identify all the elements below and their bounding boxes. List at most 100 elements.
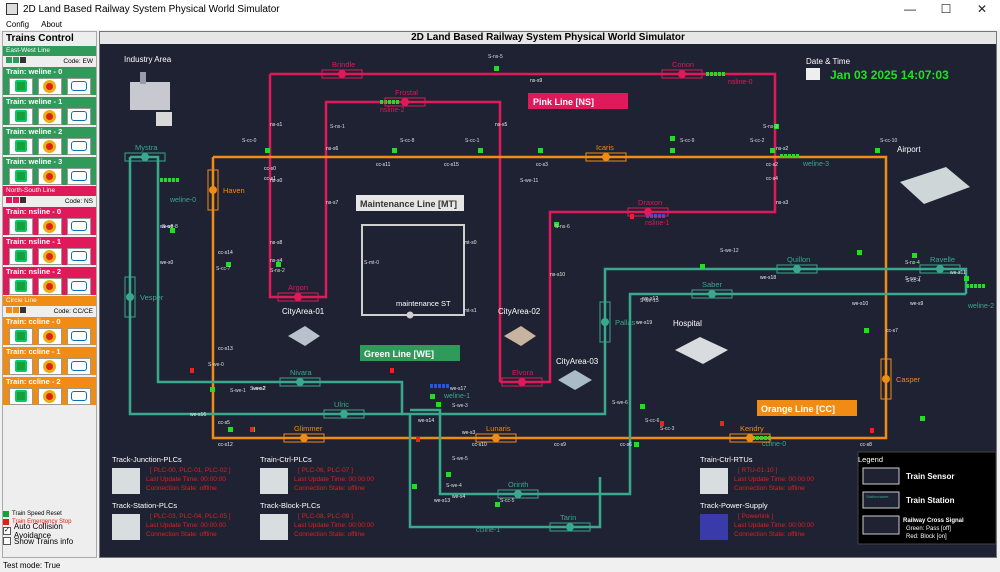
- train-start-button[interactable]: [8, 357, 33, 375]
- station-corion[interactable]: Corion: [661, 60, 703, 79]
- train-stop-button[interactable]: [37, 327, 62, 345]
- train-icon: [70, 331, 87, 341]
- plc-panel[interactable]: Track-Station-PLCs [ PLC-03, PLC-04, PLC…: [112, 501, 231, 540]
- legend-station-label: Train Station: [906, 496, 955, 505]
- train-start-button[interactable]: [8, 247, 33, 265]
- train-car: [438, 384, 441, 388]
- train-view-button[interactable]: [66, 137, 91, 155]
- train-view-button[interactable]: [66, 277, 91, 295]
- train-view-button[interactable]: [66, 217, 91, 235]
- station-vesper[interactable]: Vesper: [124, 276, 164, 318]
- train-buttons: [3, 277, 96, 295]
- station-frostal[interactable]: Frostal: [384, 88, 426, 107]
- orange-line-text: Orange Line [CC]: [761, 404, 835, 414]
- train-control: Train: weline - 2: [3, 126, 96, 156]
- train-stop-button[interactable]: [37, 217, 62, 235]
- station-mystra[interactable]: Mystra: [124, 143, 166, 162]
- train-stop-button[interactable]: [37, 357, 62, 375]
- train-view-button[interactable]: [66, 357, 91, 375]
- station-icaris[interactable]: Icaris: [585, 143, 627, 162]
- station-pallas[interactable]: Pallas: [599, 301, 636, 343]
- train-car: [380, 100, 383, 104]
- train-stop-button[interactable]: [37, 277, 62, 295]
- line-quick-buttons[interactable]: [6, 307, 27, 315]
- train-car: [796, 154, 799, 158]
- train-start-button[interactable]: [8, 107, 33, 125]
- station-saber[interactable]: Saber: [691, 280, 733, 299]
- train-start-button[interactable]: [8, 387, 33, 405]
- station-brindle[interactable]: Brindle: [321, 60, 363, 79]
- train-buttons: [3, 357, 96, 375]
- train-car: [392, 100, 395, 104]
- station-lunaris[interactable]: Lunaris: [475, 424, 517, 443]
- train-icon: [70, 141, 87, 151]
- station-ulric[interactable]: Ulric: [323, 400, 365, 419]
- train-view-button[interactable]: [66, 167, 91, 185]
- train-stop-button[interactable]: [37, 137, 62, 155]
- power-icon: [700, 514, 728, 540]
- station-ravelle[interactable]: Ravelle: [919, 255, 961, 274]
- train-start-button[interactable]: [8, 327, 33, 345]
- station-kendry[interactable]: Kendry: [729, 424, 771, 443]
- train-view-button[interactable]: [66, 387, 91, 405]
- emergency-stop-control[interactable]: Train Emergency Stop: [3, 518, 96, 526]
- auto-collision-checkbox[interactable]: ✓ Auto Collision Avoidance: [3, 522, 96, 540]
- train-start-button[interactable]: [8, 217, 33, 235]
- line-code-row: Code: NS: [3, 196, 96, 206]
- status-bar: Test mode: True: [0, 559, 1000, 572]
- plc-panel[interactable]: Train-Ctrl-PLCs [ PLC-06, PLC-07 ] Last …: [260, 455, 374, 494]
- train-stop-button[interactable]: [37, 247, 62, 265]
- station-nivara[interactable]: Nivara: [279, 368, 321, 387]
- train-start-button[interactable]: [8, 167, 33, 185]
- train-sensor: [228, 427, 233, 432]
- station-argon[interactable]: Argon: [277, 283, 319, 302]
- station-casper[interactable]: Casper: [880, 358, 921, 400]
- plc-panel[interactable]: Train-Ctrl-RTUs [ RTU-01-10 ] Last Updat…: [700, 455, 814, 494]
- train-label: nsline-1: [645, 220, 670, 227]
- station-draxon[interactable]: Draxon: [627, 198, 669, 217]
- train-stop-button[interactable]: [37, 107, 62, 125]
- stop-icon: [43, 109, 56, 123]
- show-trains-checkbox[interactable]: Show Trains info: [3, 536, 96, 546]
- plc-panel[interactable]: Track-Block-PLCs [ PLC-08, PLC-09 ] Last…: [260, 501, 374, 540]
- block-label: we-s13: [434, 498, 450, 504]
- train-view-button[interactable]: [66, 77, 91, 95]
- train-stop-button[interactable]: [37, 387, 62, 405]
- train-start-button[interactable]: [8, 77, 33, 95]
- line-quick-buttons[interactable]: [6, 197, 27, 205]
- menu-about[interactable]: About: [41, 19, 63, 29]
- station-label: Saber: [702, 280, 723, 289]
- plc-panel[interactable]: Track-Junction-PLCs [ PLC-00, PLC-01, PL…: [112, 455, 231, 494]
- plc-panel[interactable]: Track-Power-Supply [ Powerlink ] Last Up…: [700, 501, 814, 540]
- train-start-button[interactable]: [8, 137, 33, 155]
- station-haven[interactable]: Haven: [207, 169, 245, 211]
- train-car: [792, 154, 795, 158]
- train-view-button[interactable]: [66, 247, 91, 265]
- station-orinth[interactable]: Orinth: [497, 480, 539, 499]
- train-start-button[interactable]: [8, 277, 33, 295]
- train-view-button[interactable]: [66, 107, 91, 125]
- green-line-text: Green Line [WE]: [364, 349, 434, 359]
- close-button[interactable]: ✕: [976, 2, 988, 16]
- train-stop-button[interactable]: [37, 77, 62, 95]
- play-icon: [14, 110, 27, 122]
- sensor-label: S-ns-2: [270, 268, 285, 274]
- cross-signal-red: [720, 421, 724, 426]
- train-sensor: [700, 264, 705, 269]
- station-elvora[interactable]: Elvora: [501, 368, 543, 387]
- speed-reset-control[interactable]: Train Speed Reset: [3, 510, 96, 518]
- minimize-button[interactable]: —: [904, 2, 916, 16]
- train-icon: [70, 111, 87, 121]
- train-view-button[interactable]: [66, 327, 91, 345]
- station-glimmer[interactable]: Glimmer: [283, 424, 325, 443]
- menu-config[interactable]: Config: [6, 19, 30, 29]
- station-tarin[interactable]: Tarin: [549, 513, 591, 532]
- train-stop-button[interactable]: [37, 167, 62, 185]
- line-quick-buttons[interactable]: [6, 57, 27, 65]
- station-quillon[interactable]: Quillon: [776, 255, 818, 274]
- maximize-button[interactable]: ☐: [940, 2, 952, 16]
- maintenance-station[interactable]: [406, 311, 414, 319]
- sensor-label: S-mt-0: [364, 260, 379, 266]
- legend-sensor-swatch: [862, 467, 900, 485]
